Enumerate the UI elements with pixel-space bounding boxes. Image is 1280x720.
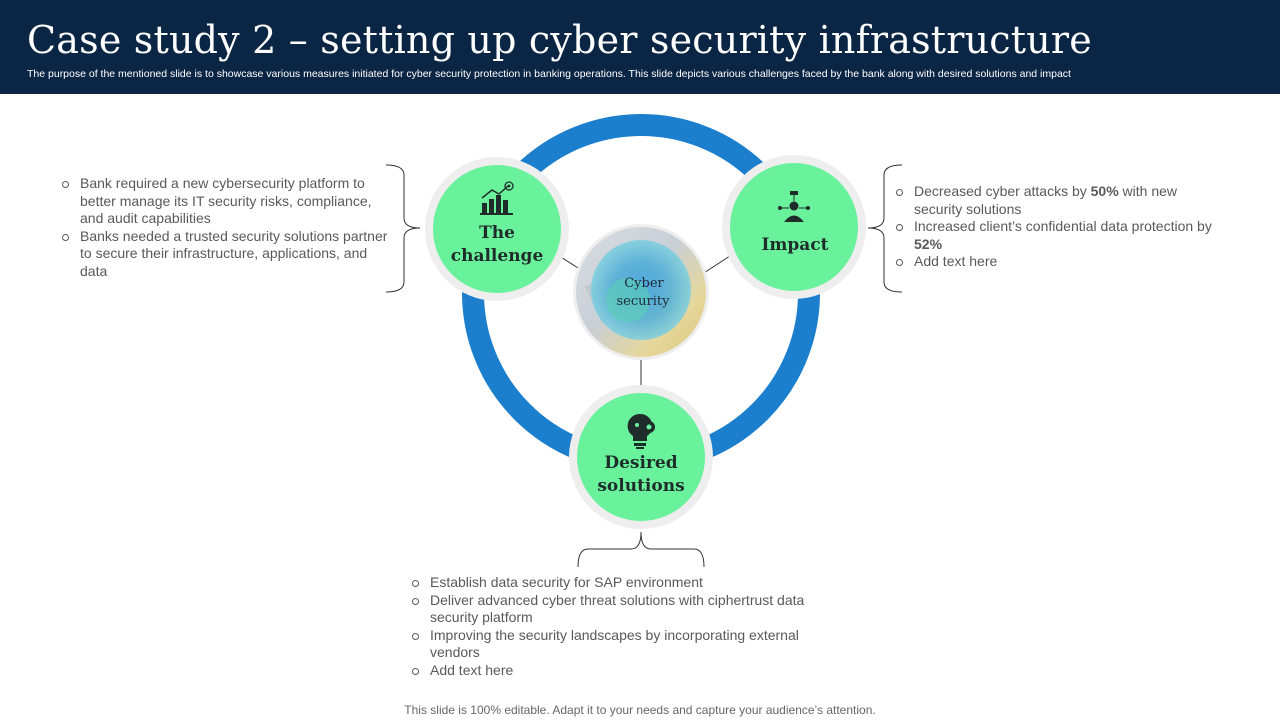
- center-label-line1: Cyber: [624, 276, 664, 291]
- solution-point: Add text here: [410, 662, 830, 680]
- impact-label: Impact: [761, 235, 828, 255]
- impact-point: Increased client’s confidential data pro…: [894, 218, 1214, 253]
- right-brace: [867, 164, 903, 293]
- challenge-point: Bank required a new cybersecurity platfo…: [60, 175, 390, 228]
- bar-chart-target-icon: [480, 181, 514, 215]
- solution-point: Deliver advanced cyber threat solutions …: [410, 592, 830, 627]
- impact-node: Impact: [722, 155, 866, 299]
- left-brace: [385, 164, 421, 293]
- impact-point-value: 52%: [914, 235, 943, 252]
- slide-subtitle: The purpose of the mentioned slide is to…: [27, 68, 1071, 80]
- impact-point: Add text here: [894, 253, 1214, 271]
- impact-point-text: Increased client’s confidential data pro…: [914, 218, 1212, 234]
- solution-point: Improving the security landscapes by inc…: [410, 627, 830, 662]
- challenge-node: The challenge: [425, 157, 569, 301]
- impact-point-value: 50%: [1090, 183, 1119, 199]
- solution-point: Establish data security for SAP environm…: [410, 574, 830, 592]
- impact-point-text: Decreased cyber attacks by: [914, 183, 1091, 199]
- footer-note: This slide is 100% editable. Adapt it to…: [404, 703, 876, 717]
- challenge-points: Bank required a new cybersecurity platfo…: [60, 175, 390, 280]
- slide-title: Case study 2 – setting up cyber security…: [27, 18, 1092, 62]
- solution-points: Establish data security for SAP environm…: [410, 574, 830, 679]
- impact-points: Decreased cyber attacks by 50% with new …: [894, 183, 1214, 271]
- impact-point-text: with new security solutions: [914, 183, 1178, 217]
- header-bar: Case study 2 – setting up cyber security…: [0, 0, 1280, 94]
- bulb-gear-icon: [627, 413, 655, 449]
- center-node: Cyber security: [573, 224, 709, 360]
- challenge-label-line1: The: [479, 223, 515, 243]
- solutions-label-line2: solutions: [597, 476, 684, 496]
- impact-point-text: Add text here: [914, 253, 998, 269]
- bottom-brace: [577, 531, 705, 568]
- solutions-node: Desired solutions: [569, 385, 713, 529]
- center-label-line2: security: [617, 294, 671, 309]
- solutions-label-line1: Desired: [604, 453, 677, 473]
- impact-point: Decreased cyber attacks by 50% with new …: [894, 183, 1214, 218]
- person-network-icon: [778, 191, 810, 222]
- challenge-point: Banks needed a trusted security solution…: [60, 228, 390, 281]
- challenge-label-line2: challenge: [451, 246, 544, 266]
